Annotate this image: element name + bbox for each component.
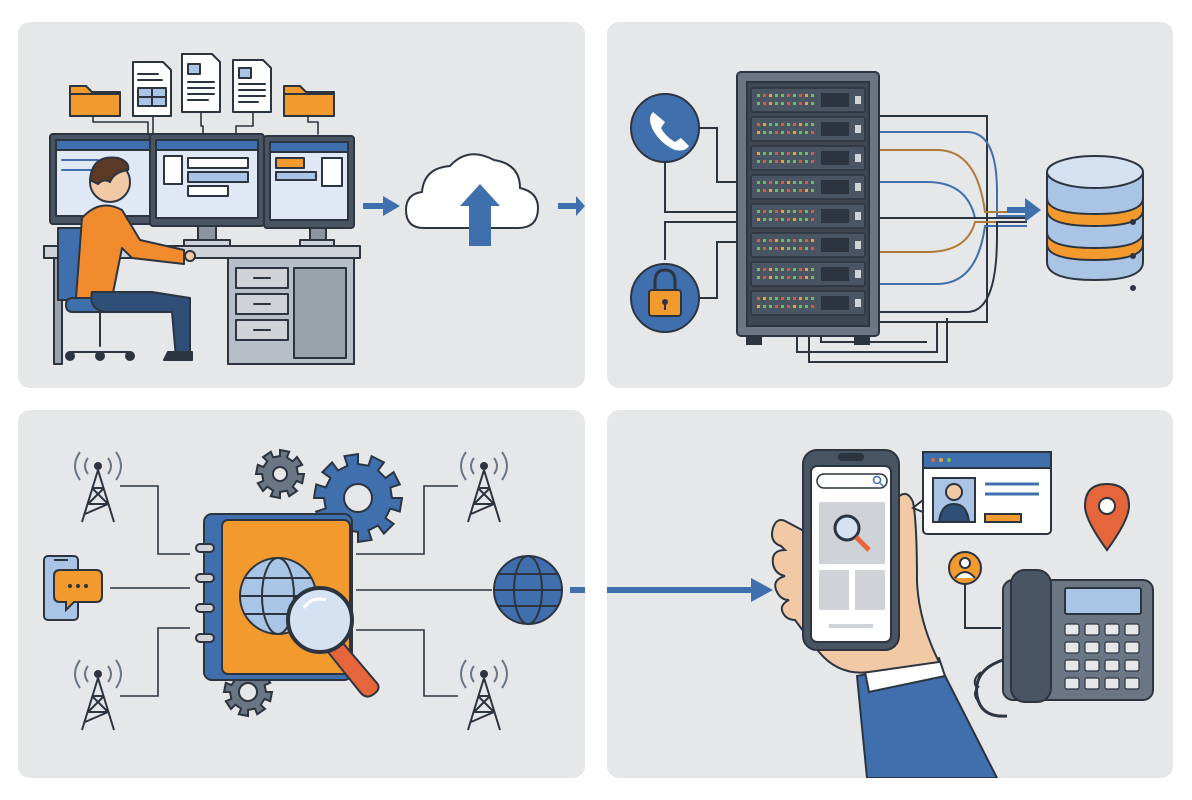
smartphone-chat-icon	[43, 555, 103, 621]
directory-network-illustration	[43, 448, 585, 731]
arrow-right-icon	[570, 587, 585, 593]
user-avatar-icon	[948, 551, 1001, 629]
globe-icon	[493, 555, 563, 625]
rack-unit	[750, 116, 866, 142]
panel-directory-network	[18, 410, 585, 778]
rack-units	[750, 87, 866, 316]
keypad-button	[1124, 677, 1140, 690]
rack-unit	[750, 203, 866, 229]
location-pin-icon	[1083, 482, 1131, 552]
keypad-button	[1084, 623, 1100, 636]
keypad-button	[1084, 641, 1100, 654]
keypad-button	[1124, 659, 1140, 672]
rack-unit	[750, 290, 866, 316]
phone-keypad	[1064, 623, 1140, 690]
server-database-illustration	[630, 71, 1144, 363]
keypad-button	[1104, 677, 1120, 690]
rack-unit	[750, 87, 866, 113]
keypad-button	[1124, 641, 1140, 654]
gear-icon	[254, 448, 306, 500]
spreadsheet-doc-icon	[132, 61, 172, 117]
database-icon	[1046, 155, 1144, 291]
keypad-button	[1084, 677, 1100, 690]
folder-icon	[69, 85, 121, 117]
radio-tower-icon	[460, 659, 508, 731]
rack-unit	[750, 174, 866, 200]
search-result-card[interactable]	[819, 502, 885, 628]
keypad-button	[1064, 641, 1080, 654]
network-cables	[664, 115, 1027, 363]
cloud-upload-icon	[404, 153, 540, 246]
search-bar-icon[interactable]	[816, 473, 888, 489]
rack-unit	[750, 232, 866, 258]
workstation-upload-illustration	[43, 53, 585, 365]
panel-mobile-lookup	[607, 410, 1173, 778]
keypad-button	[1124, 623, 1140, 636]
rack-unit	[750, 145, 866, 171]
keypad-button	[1084, 659, 1100, 672]
document-icon	[181, 53, 221, 113]
radio-tower-icon	[460, 451, 508, 523]
magnifier-icon	[833, 514, 871, 552]
radio-towers	[74, 451, 508, 731]
folder-icon	[283, 85, 335, 117]
keypad-button	[1064, 677, 1080, 690]
doc-connectors	[92, 111, 319, 135]
arrow-right-icon	[363, 196, 400, 216]
monitor-icon	[263, 135, 355, 247]
network-links	[110, 485, 492, 697]
radio-tower-icon	[74, 659, 122, 731]
radio-tower-icon	[74, 451, 122, 523]
panel-workstation-upload	[18, 22, 585, 388]
arrow-right-icon	[607, 578, 773, 602]
profile-card-icon	[911, 451, 1052, 535]
document-icon	[232, 59, 272, 113]
arrow-right-icon	[1007, 198, 1041, 222]
keypad-button	[1064, 623, 1080, 636]
keypad-button	[1064, 659, 1080, 672]
lock-icon	[630, 263, 700, 333]
magnifier-icon	[286, 586, 380, 698]
arrow-right-icon	[558, 196, 585, 216]
keypad-button	[1104, 623, 1120, 636]
phone-icon	[630, 93, 700, 163]
mobile-lookup-illustration	[607, 449, 1154, 778]
keypad-button	[1104, 641, 1120, 654]
monitor-icon	[149, 133, 265, 247]
keypad-button	[1104, 659, 1120, 672]
rack-unit	[750, 261, 866, 287]
office-worker	[75, 156, 196, 361]
panel-server-database	[607, 22, 1173, 388]
